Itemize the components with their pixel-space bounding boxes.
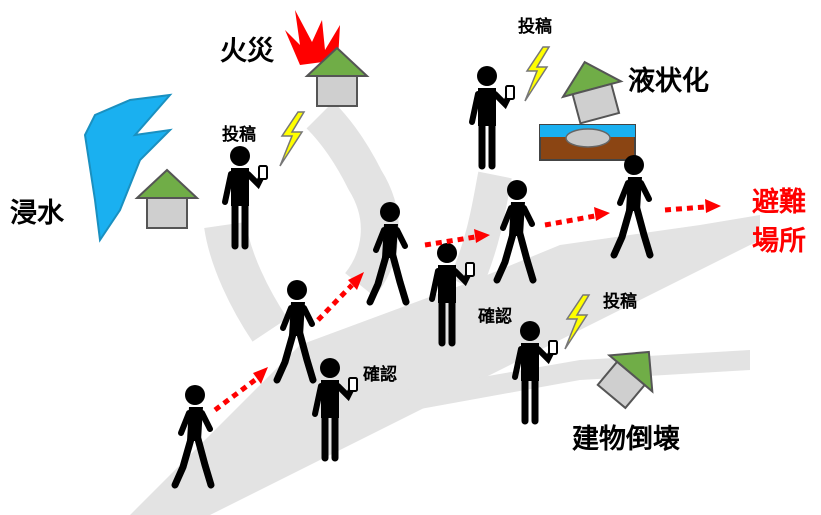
water-splash-icon bbox=[83, 93, 173, 243]
collapsed-house-icon bbox=[596, 350, 654, 410]
dotted-arrow-icon bbox=[213, 199, 721, 412]
road-network bbox=[130, 101, 760, 515]
label-liquefaction: 液状化 bbox=[628, 66, 709, 97]
lightning-icon bbox=[524, 46, 550, 102]
label-flood: 浸水 bbox=[10, 198, 65, 229]
fire-icon bbox=[285, 10, 340, 65]
flood-house-icon bbox=[136, 169, 198, 229]
lightning-icon bbox=[279, 111, 305, 167]
label-fire: 火災 bbox=[220, 36, 275, 67]
label-post: 投稿 bbox=[603, 291, 637, 312]
label-evacuation-site-line1: 避難 bbox=[752, 186, 806, 218]
liquefaction-icon bbox=[539, 124, 636, 161]
label-building-collapse: 建物倒壊 bbox=[572, 424, 680, 455]
liquefaction-house-icon bbox=[560, 60, 624, 125]
label-post: 投稿 bbox=[518, 16, 552, 37]
label-confirm: 確認 bbox=[478, 306, 512, 327]
label-confirm: 確認 bbox=[363, 364, 397, 385]
label-evacuation-site-line2: 場所 bbox=[752, 226, 806, 257]
label-post: 投稿 bbox=[222, 124, 256, 145]
person-icon bbox=[472, 66, 514, 166]
